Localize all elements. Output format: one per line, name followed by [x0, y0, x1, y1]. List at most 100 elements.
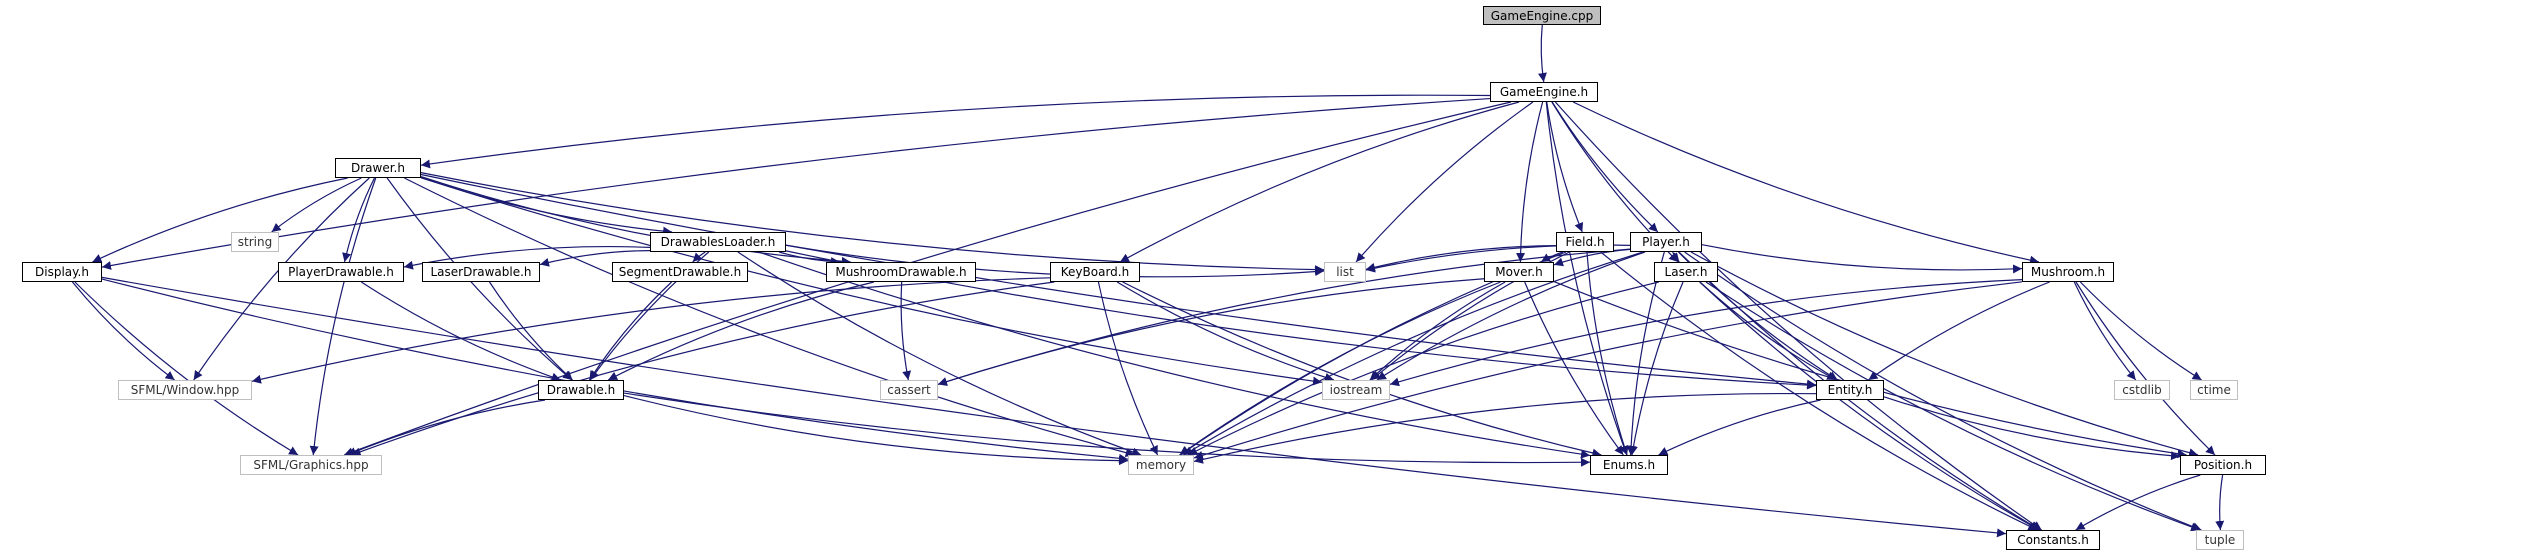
node-entity-h[interactable]: Entity.h: [1816, 380, 1884, 400]
edge-keyboard-h-to-sfml-window-hpp: [251, 277, 1051, 384]
edge-field-h-to-list: [1365, 245, 1557, 272]
edge-entity-h-to-position-h: [1883, 396, 2181, 461]
edge-field-h-to-constants-h: [1600, 251, 2038, 531]
node-laser-h[interactable]: Laser.h: [1654, 262, 1718, 282]
node-iostream: iostream: [1322, 380, 1390, 400]
edge-player-h-to-laser-h: [1670, 251, 1680, 263]
edge-position-h-to-constants-h: [2075, 474, 2201, 531]
node-sfml-graphics-hpp: SFML/Graphics.hpp: [240, 455, 382, 475]
edge-laserdrawable-h-to-drawable-h: [488, 281, 573, 381]
edge-player-h-to-mushroom-h: [1701, 244, 2023, 274]
edge-drawablesloader-h-to-memory: [737, 251, 1142, 457]
node-cstdlib: cstdlib: [2114, 380, 2170, 400]
edge-segmentdrawable-h-to-drawable-h: [588, 281, 673, 381]
edge-laser-h-to-enums-h: [1629, 281, 1684, 456]
edge-gameengine-cpp-to-gameengine-h: [1537, 24, 1547, 83]
edge-drawablesloader-h-to-mushroomdrawable-h: [778, 251, 841, 267]
node-position-h[interactable]: Position.h: [2180, 455, 2266, 475]
edge-mushroom-h-to-position-h: [2075, 281, 2216, 456]
edge-gameengine-h-to-mover-h: [1516, 101, 1544, 263]
node-string: string: [231, 232, 279, 252]
node-constants-h[interactable]: Constants.h: [2006, 530, 2100, 550]
edge-player-h-to-memory: [1183, 251, 1644, 456]
edge-drawer-h-to-entity-h: [420, 173, 1817, 389]
edge-drawablesloader-h-to-playerdrawable-h: [403, 245, 651, 270]
node-memory: memory: [1128, 455, 1194, 475]
edge-drawer-h-to-list: [420, 172, 1325, 275]
edge-keyboard-h-to-sfml-graphics-hpp: [351, 281, 1055, 457]
edge-drawer-h-to-memory: [404, 177, 1135, 458]
edge-playerdrawable-h-to-drawable-h: [361, 281, 561, 382]
edge-keyboard-h-to-enums-h: [1122, 281, 1602, 458]
node-drawer-h[interactable]: Drawer.h: [335, 158, 421, 178]
edge-mushroom-h-to-ctime: [2079, 281, 2202, 381]
node-tuple: tuple: [2196, 530, 2244, 550]
edge-drawer-h-to-string: [271, 177, 362, 233]
edge-display-h-to-memory: [101, 278, 1129, 463]
edge-entity-h-to-enums-h: [1658, 399, 1821, 456]
edge-mushroom-h-to-memory: [1193, 281, 2023, 460]
edge-entity-h-to-memory: [1193, 392, 1817, 464]
node-segmentdrawable-h[interactable]: SegmentDrawable.h: [612, 262, 748, 282]
edge-player-h-to-constants-h: [1678, 251, 2041, 531]
edge-drawablesloader-h-to-enums-h: [758, 251, 1591, 459]
edge-drawable-h-to-sfml-graphics-hpp: [346, 399, 546, 456]
edge-gameengine-h-to-enums-h: [1545, 101, 1628, 456]
node-playerdrawable-h[interactable]: PlayerDrawable.h: [278, 262, 404, 282]
edge-drawable-h-to-enums-h: [623, 392, 1591, 467]
edge-mover-h-to-memory: [1179, 281, 1501, 456]
edge-mushroomdrawable-h-to-cassert: [900, 281, 912, 381]
edge-mushroomdrawable-h-to-drawable-h: [607, 281, 875, 381]
node-gameengine-h[interactable]: GameEngine.h: [1490, 82, 1598, 102]
node-ctime: ctime: [2190, 380, 2238, 400]
edge-gameengine-h-to-mushroom-h: [1572, 101, 2040, 265]
edge-gameengine-h-to-constants-h: [1554, 101, 2042, 531]
edge-gameengine-h-to-drawer-h: [420, 94, 1491, 169]
edge-player-h-to-position-h: [1690, 251, 2199, 458]
edge-drawer-h-to-mushroomdrawable-h: [420, 175, 851, 266]
edge-keyboard-h-to-iostream: [1116, 281, 1335, 382]
edge-mover-h-to-cassert: [937, 278, 1485, 386]
node-player-h[interactable]: Player.h: [1630, 232, 1702, 252]
node-list: list: [1324, 262, 1366, 282]
edge-drawer-h-to-iostream: [420, 177, 1323, 386]
edge-drawer-h-to-sfml-window-hpp: [193, 177, 370, 381]
edge-player-h-to-iostream: [1376, 251, 1646, 381]
edge-position-h-to-tuple: [2215, 474, 2225, 531]
edge-display-h-to-sfml-window-hpp: [71, 281, 175, 381]
node-field-h[interactable]: Field.h: [1556, 232, 1614, 252]
node-sfml-window-hpp: SFML/Window.hpp: [118, 380, 252, 400]
edge-drawablesloader-h-to-laserdrawable-h: [539, 250, 651, 267]
edge-keyboard-h-to-memory: [1097, 281, 1159, 456]
edge-gameengine-h-to-sfml-graphics-hpp: [343, 101, 1512, 457]
edge-gameengine-h-to-display-h: [101, 97, 1491, 270]
edge-field-h-to-enums-h: [1586, 251, 1629, 456]
edge-gameengine-h-to-player-h: [1551, 101, 1659, 233]
edge-player-h-to-enums-h: [1626, 251, 1665, 456]
node-keyboard-h[interactable]: KeyBoard.h: [1050, 262, 1140, 282]
edge-display-h-to-constants-h: [101, 276, 2007, 538]
edge-laser-h-to-memory: [1187, 281, 1659, 456]
edge-gameengine-h-to-keyboard-h: [1119, 101, 1520, 263]
edge-drawer-h-to-sfml-graphics-hpp: [309, 177, 377, 456]
edge-gameengine-h-to-list: [1355, 101, 1534, 263]
edge-player-h-to-tuple: [1684, 251, 2202, 531]
node-laserdrawable-h[interactable]: LaserDrawable.h: [422, 262, 540, 282]
edge-mushroom-h-to-cstdlib: [2073, 281, 2137, 381]
edge-drawer-h-to-display-h: [92, 177, 348, 263]
node-mover-h[interactable]: Mover.h: [1484, 262, 1554, 282]
edge-mushroom-h-to-entity-h: [1868, 281, 2050, 381]
node-mushroomdrawable-h[interactable]: MushroomDrawable.h: [826, 262, 976, 282]
node-drawablesloader-h[interactable]: DrawablesLoader.h: [650, 232, 786, 252]
node-gameengine-cpp[interactable]: GameEngine.cpp: [1483, 6, 1601, 25]
edge-drawer-h-to-drawable-h: [386, 177, 573, 381]
node-enums-h[interactable]: Enums.h: [1590, 455, 1668, 475]
edge-display-h-to-sfml-graphics-hpp: [74, 281, 299, 456]
node-drawable-h[interactable]: Drawable.h: [538, 380, 624, 400]
edge-drawablesloader-h-to-segmentdrawable-h: [692, 251, 706, 263]
edge-laser-h-to-tuple: [1705, 281, 2201, 532]
node-display-h[interactable]: Display.h: [22, 262, 102, 282]
node-mushroom-h[interactable]: Mushroom.h: [2022, 262, 2114, 282]
edge-drawable-h-to-memory: [623, 394, 1129, 466]
